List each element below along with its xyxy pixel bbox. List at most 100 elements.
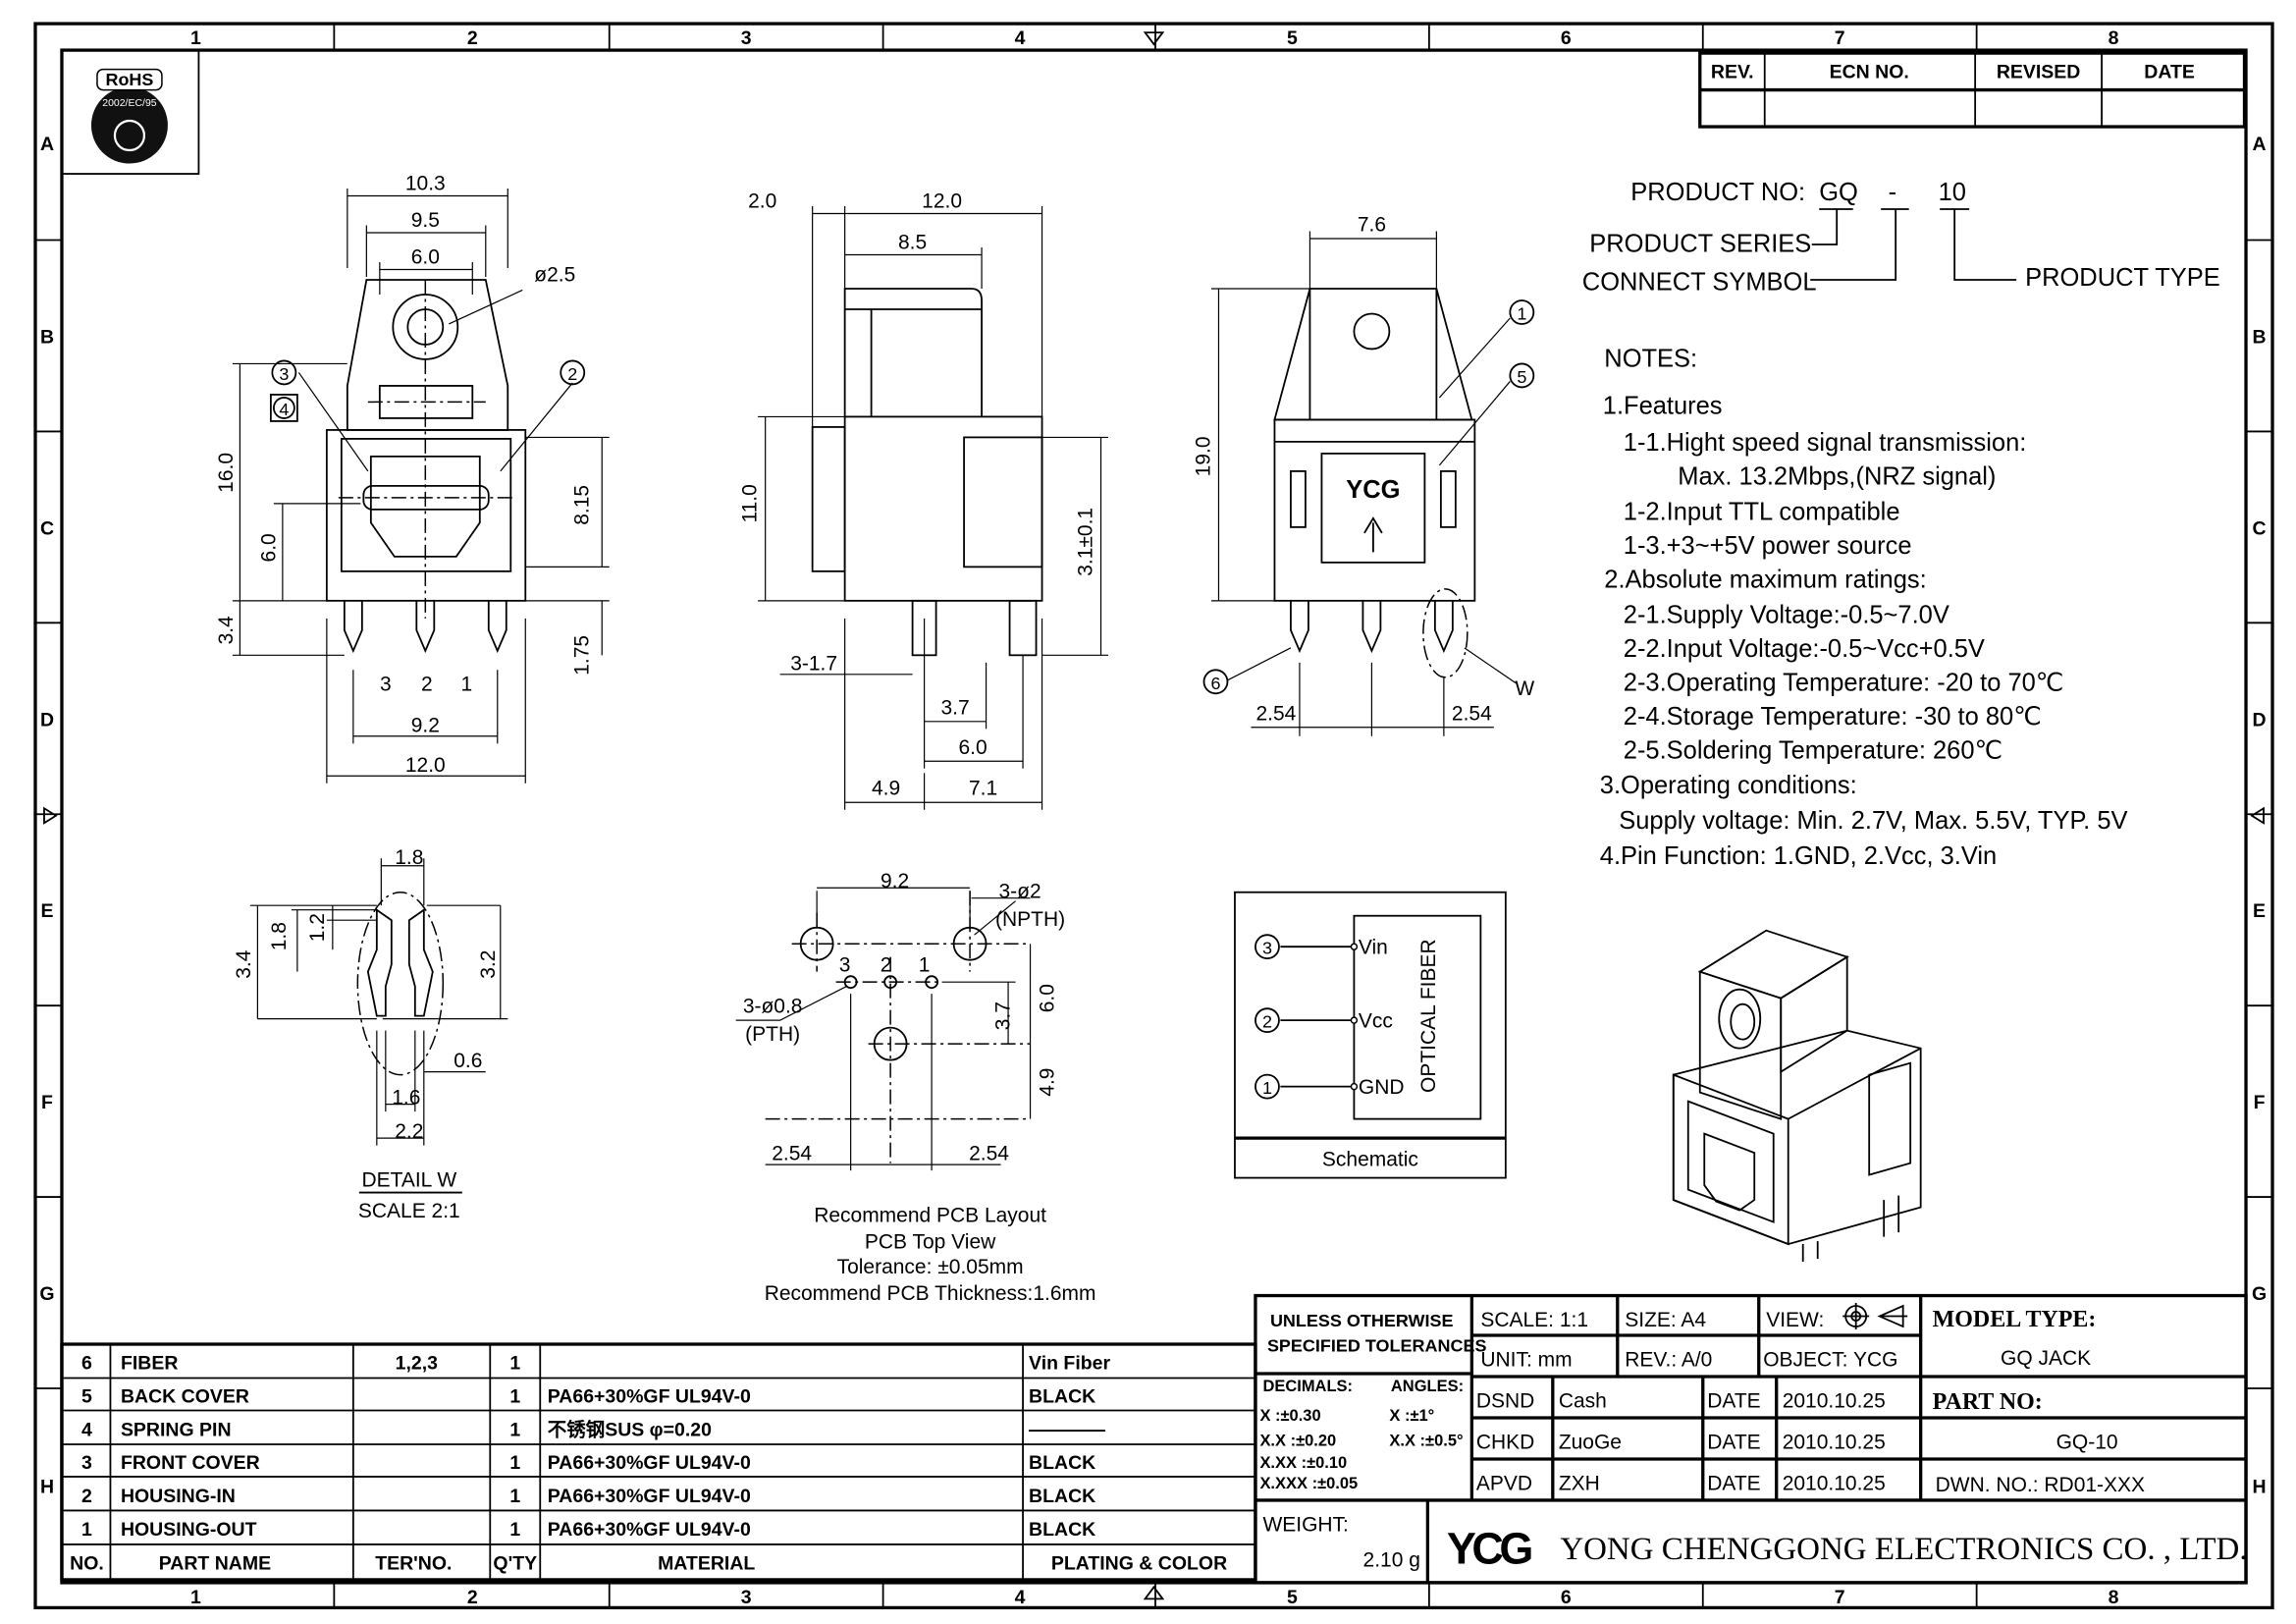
pin-number: 2	[421, 673, 433, 695]
callout-2: 2	[560, 359, 586, 386]
date-header: DATE	[2144, 62, 2195, 83]
note-line: 1.Features	[1603, 392, 1723, 419]
note-line: 4.Pin Function: 1.GND, 2.Vcc, 3.Vin	[1600, 842, 1997, 870]
connect-symbol-label: CONNECT SYMBOL	[1582, 268, 1817, 296]
dim-label: 6.0	[958, 736, 987, 759]
note-line: 2-3.Operating Temperature: -20 to 70℃	[1624, 669, 2064, 696]
tolerance-title: UNLESS OTHERWISE	[1270, 1311, 1454, 1330]
ecn-header: ECN NO.	[1830, 62, 1909, 83]
column-label: 6	[1561, 1587, 1572, 1608]
bom-cell-name: HOUSING-OUT	[121, 1519, 257, 1541]
dim-label: 1.8	[268, 922, 291, 950]
column-label: 3	[741, 27, 752, 49]
pin-number: 2	[1262, 1012, 1272, 1032]
svg-text:1: 1	[1517, 303, 1526, 323]
note-line: Supply voltage: Min. 2.7V, Max. 5.5V, TY…	[1619, 807, 2127, 835]
dim-label: ø2.5	[534, 263, 575, 286]
company-logo: YCG	[1447, 1523, 1531, 1573]
pin-number: 1	[460, 673, 472, 695]
dim-label: 3.4	[215, 616, 238, 645]
row-label: C	[2252, 517, 2266, 539]
row-label: D	[40, 709, 54, 731]
column-label: 5	[1287, 1587, 1298, 1608]
product-type-code: 10	[1939, 179, 1966, 206]
front-view: 10.3 9.5 6.0 ø2.5 16.0 6.0 3.4 8.15 1.75…	[215, 173, 610, 784]
column-label: 5	[1287, 27, 1298, 49]
product-no-label: PRODUCT NO:	[1630, 179, 1805, 206]
pin-label: GND	[1359, 1076, 1405, 1099]
dim-label: 2.54	[772, 1143, 812, 1165]
pin-number: 2	[881, 954, 892, 977]
signoff-role: DSND	[1476, 1389, 1534, 1412]
row-label: G	[2252, 1283, 2267, 1305]
bom-cell-no: 3	[81, 1452, 92, 1474]
bom-cell-qty: 1	[509, 1353, 520, 1375]
block-label: OPTICAL FIBER	[1417, 939, 1440, 1093]
side-view: 2.0 12.0 8.5 11.0 3.1±0.1 3-1.7 3.7 6.0 …	[739, 190, 1109, 810]
bom-cell-color: Vin Fiber	[1029, 1353, 1110, 1375]
row-label: E	[2253, 900, 2266, 922]
pin-label: Vcc	[1359, 1010, 1393, 1033]
tolerance-value: X.X :±0.20	[1259, 1432, 1336, 1449]
detail-w: 1.8 1.8 1.2 3.4 3.2 0.6 1.6 2.2 DETAIL W…	[233, 846, 508, 1222]
pin-number: 1	[919, 954, 931, 977]
dim-label: 7.1	[969, 778, 997, 800]
bom-header: Q'TY	[493, 1552, 537, 1574]
bom-cell-qty: 1	[509, 1452, 520, 1474]
svg-text:6: 6	[1210, 674, 1220, 693]
pcb-caption: Recommend PCB Layout	[814, 1205, 1046, 1227]
bom-cell-color: BLACK	[1029, 1486, 1095, 1507]
bom-header: PART NAME	[159, 1552, 271, 1574]
weight-value: 2.10 g	[1363, 1548, 1420, 1571]
pin-number: 3	[839, 954, 851, 977]
dim-label: 16.0	[215, 453, 238, 493]
row-label: H	[2252, 1476, 2266, 1497]
pin-number: 3	[380, 673, 392, 695]
arrow-up-icon	[1363, 516, 1383, 553]
note-line: 2.Absolute maximum ratings:	[1604, 566, 1926, 593]
dim-label: 1.8	[395, 846, 423, 869]
bom-cell-qty: 1	[509, 1385, 520, 1407]
column-label: 7	[1835, 1587, 1845, 1608]
dim-label: 3.4	[233, 949, 255, 979]
size-value: SIZE: A4	[1625, 1309, 1706, 1331]
column-label: 1	[190, 1587, 201, 1608]
dim-label: 3-1.7	[790, 652, 837, 675]
note-line: 1-2.Input TTL compatible	[1624, 498, 1900, 525]
revision-table: REV. ECN NO. REVISED DATE	[1698, 51, 2247, 129]
view-label: VIEW:	[1766, 1309, 1824, 1331]
column-label: 4	[1015, 27, 1026, 49]
scale-value: SCALE: 1:1	[1480, 1309, 1588, 1331]
row-label: A	[40, 134, 54, 155]
column-label: 8	[2109, 27, 2119, 49]
row-label: H	[40, 1476, 54, 1497]
signoff-role: APVD	[1476, 1472, 1532, 1494]
dim-label: 11.0	[739, 484, 762, 522]
svg-text:5: 5	[1517, 367, 1526, 387]
row-label: C	[40, 517, 54, 539]
angles-label: ANGLES:	[1391, 1378, 1464, 1395]
detail-title: DETAIL W	[361, 1169, 456, 1192]
svg-text:2: 2	[567, 364, 577, 384]
dim-label: 9.2	[411, 714, 440, 736]
dim-label: 12.0	[405, 754, 446, 777]
model-label: MODEL TYPE:	[1933, 1307, 2097, 1332]
weight-label: WEIGHT:	[1262, 1513, 1348, 1536]
pcb-caption: Tolerance: ±0.05mm	[837, 1256, 1024, 1278]
note-line: 2-5.Soldering Temperature: 260℃	[1624, 736, 2002, 764]
dim-label: 7.6	[1358, 214, 1386, 237]
signoff-date-label: DATE	[1707, 1389, 1760, 1412]
pcb-layout: 9.2 3-ø2 (NPTH) 3-ø0.8 (PTH) 3.7 6.0 4.9…	[735, 870, 1096, 1305]
dim-label: 2.54	[1256, 702, 1297, 725]
isometric-view	[1672, 929, 1922, 1263]
row-label: B	[40, 326, 54, 348]
dim-label: 2.54	[969, 1143, 1009, 1165]
bom-cell-name: HOUSING-IN	[121, 1486, 236, 1507]
column-label: 1	[190, 27, 201, 49]
ycg-logo: YCG	[1346, 476, 1400, 504]
bom-cell-no: 2	[81, 1486, 92, 1507]
signoff-date-label: DATE	[1707, 1431, 1760, 1453]
dim-label: 6.0	[1037, 984, 1059, 1012]
product-series-label: PRODUCT SERIES	[1589, 230, 1811, 257]
